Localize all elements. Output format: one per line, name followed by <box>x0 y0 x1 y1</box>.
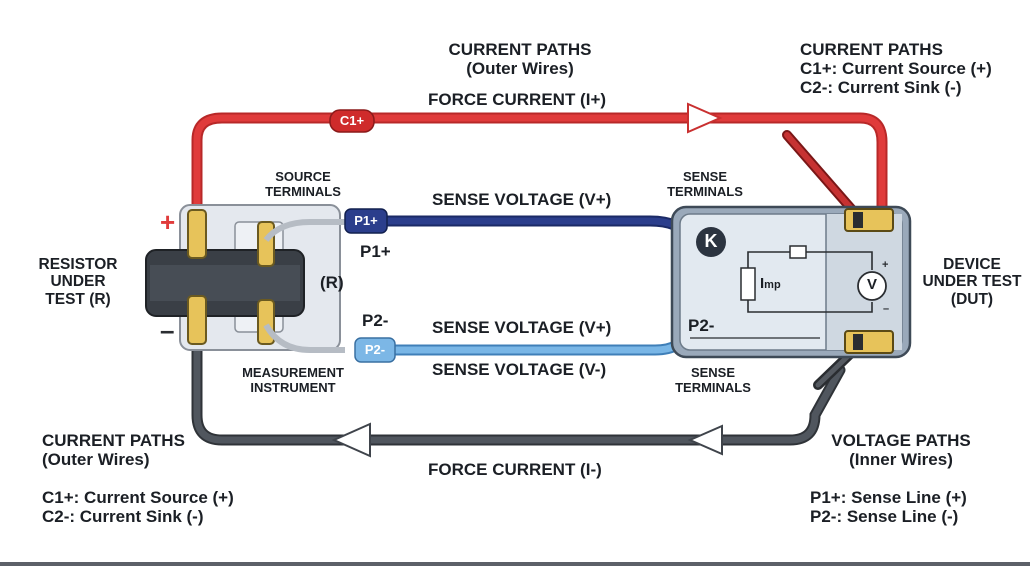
c1-tag-box <box>329 109 375 133</box>
terminal-clip-p1 <box>257 221 275 267</box>
resistor-band <box>150 265 300 301</box>
bottom-right-voltage-paths: VOLTAGE PATHS (Inner Wires) <box>816 431 986 469</box>
p2-tag-box <box>354 337 396 363</box>
line-2: UNDER <box>50 273 106 291</box>
sense-plus-wire <box>365 217 694 240</box>
schematic-resistor <box>789 245 807 259</box>
dut-terminal-bottom <box>844 330 894 354</box>
terminal-clip-c2 <box>187 295 207 345</box>
subheading: (Outer Wires) <box>466 59 574 79</box>
minus-marker: – <box>160 315 175 345</box>
measurement-instrument-label: MEASUREMENT INSTRUMENT <box>228 365 358 395</box>
arrow-force-plus <box>687 102 723 134</box>
schematic-lines <box>747 251 873 313</box>
line-1: SOURCE <box>275 169 331 184</box>
top-right-current-paths: CURRENT PATHS C1+: Current Source (+) C2… <box>800 40 992 97</box>
line-1: P1+: Sense Line (+) <box>810 488 967 507</box>
p1-tag-box <box>344 208 388 234</box>
p1-lead <box>263 219 345 242</box>
sense-voltage-minus-label: SENSE VOLTAGE (V-) <box>432 360 607 379</box>
line-3: (DUT) <box>950 290 994 308</box>
voltmeter-minus-mark: – <box>883 303 889 315</box>
resistor-under-test-label: RESISTOR UNDER TEST (R) <box>28 256 128 308</box>
line-1: C1+: Current Source (+) <box>800 59 992 79</box>
force-minus-wire <box>193 331 844 444</box>
p1-label: P1+ <box>360 242 391 261</box>
imp-label: Imp <box>760 275 781 293</box>
heading: VOLTAGE PATHS <box>831 431 971 450</box>
line-2: TERMINALS <box>667 183 743 199</box>
dut-terminal-bottom-slot <box>853 334 863 350</box>
line-3: TEST (R) <box>45 290 111 308</box>
p2-tag-label: P2- <box>364 342 386 357</box>
line-1: C1+: Current Source (+) <box>42 488 234 507</box>
sense-terminals-top-label: SENSE TERMINALS <box>650 169 760 199</box>
voltmeter-plus-mark: + <box>882 259 888 271</box>
line-1: RESISTOR <box>38 256 118 273</box>
bottom-left-legend: C1+: Current Source (+) C2-: Current Sin… <box>42 488 234 526</box>
force-current-plus-label: FORCE CURRENT (I+) <box>428 90 607 109</box>
force-plus-wire <box>193 114 886 236</box>
red-probe-body <box>784 132 858 216</box>
line-1: SENSE <box>690 365 736 380</box>
line-2: TERMINALS <box>675 379 751 395</box>
p2-lead <box>263 323 345 353</box>
imp-main: I <box>760 275 765 292</box>
bottom-right-legend: P1+: Sense Line (+) P2-: Sense Line (-) <box>810 488 967 526</box>
subheading: (Outer Wires) <box>42 450 150 470</box>
force-current-minus-label: FORCE CURRENT (I-) <box>428 460 602 479</box>
line-1: SENSE <box>682 169 728 184</box>
sense-terminals-bottom-label: SENSE TERMINALS <box>658 365 768 395</box>
line-2: C2-: Current Sink (-) <box>42 507 204 527</box>
line-1: MEASUREMENT <box>242 365 344 380</box>
bottom-rule <box>0 562 1030 566</box>
voltmeter-label: V <box>866 276 877 293</box>
voltmeter-icon <box>857 271 887 301</box>
dut-terminal-top <box>844 208 894 232</box>
p1-tag-label: P1+ <box>354 213 378 228</box>
p2-label: P2- <box>362 311 389 330</box>
top-center-current-paths: CURRENT PATHS (Outer Wires) <box>420 40 620 78</box>
terminal-clip-c1 <box>187 209 207 259</box>
c1-tag-label: C1+ <box>339 113 365 128</box>
r-label: (R) <box>320 273 344 292</box>
arrow-force-minus-right <box>687 424 723 456</box>
k-logo: K <box>704 231 718 251</box>
heading: CURRENT PATHS <box>800 40 943 59</box>
heading: CURRENT PATHS <box>448 40 592 59</box>
k-logo-circle <box>696 227 726 257</box>
plus-marker: + <box>160 207 176 237</box>
sense-voltage-plus-mid-label: SENSE VOLTAGE (V+) <box>432 318 612 337</box>
schematic-current-element <box>740 267 756 301</box>
bottom-left-current-paths: CURRENT PATHS (Outer Wires) <box>42 431 185 469</box>
imp-subscript: mp <box>764 279 781 291</box>
line-2: INSTRUMENT <box>250 379 336 395</box>
dut-p2-label: P2- <box>688 316 715 335</box>
dut-terminal-top-slot <box>853 212 863 228</box>
line-2: P2-: Sense Line (-) <box>810 507 959 527</box>
sense-voltage-plus-top-label: SENSE VOLTAGE (V+) <box>432 190 612 209</box>
line-2: C2-: Current Sink (-) <box>800 78 962 98</box>
line-2: TERMINALS <box>265 183 341 199</box>
arrow-force-minus-left <box>331 422 371 458</box>
source-terminals-label: SOURCE TERMINALS <box>248 169 358 199</box>
line-1: DEVICE <box>943 256 1001 273</box>
subheading: (Inner Wires) <box>849 450 953 470</box>
heading: CURRENT PATHS <box>42 431 185 450</box>
line-2: UNDER TEST <box>922 273 1022 291</box>
device-under-test-label: DEVICE UNDER TEST (DUT) <box>914 256 1030 308</box>
